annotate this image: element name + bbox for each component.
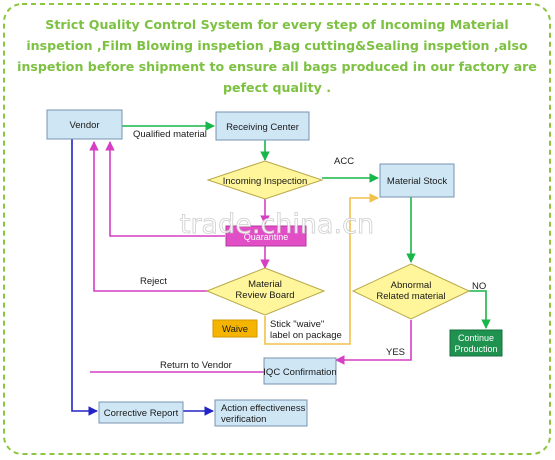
abnormal-to-continue-arrow bbox=[469, 290, 491, 329]
watermark-text: trade.china.cn bbox=[180, 209, 374, 240]
node-incoming-inspection-label: Incoming Inspection bbox=[223, 176, 308, 187]
node-material-review-board: Material Review Board bbox=[205, 267, 326, 316]
node-continue-line-1: Continue bbox=[458, 333, 494, 343]
node-abnormal-line-2: Related material bbox=[376, 291, 445, 302]
node-vendor-label: Vendor bbox=[69, 120, 99, 131]
title-line-3: inspetion before shipment to ensure all … bbox=[17, 59, 537, 74]
vendor-to-corrective-arrow bbox=[71, 138, 98, 416]
label-reject: Reject bbox=[140, 276, 167, 287]
node-iqc-label: IQC Confirmation bbox=[263, 367, 336, 378]
stick-waive-line-1: Stick "waive" bbox=[270, 319, 324, 330]
node-waive: Waive bbox=[212, 319, 258, 338]
node-vendor: Vendor bbox=[46, 109, 123, 140]
node-action-line-1: Action effectiveness bbox=[221, 403, 306, 414]
node-quarantine: Quarantine bbox=[225, 225, 307, 247]
node-incoming-inspection: Incoming Inspection bbox=[206, 160, 324, 200]
node-abnormal-related-material: Abnormal Related material bbox=[351, 263, 471, 320]
title-line-4: pefect quality . bbox=[223, 80, 331, 95]
node-continue-line-2: Production bbox=[454, 344, 497, 354]
node-material-stock: Material Stock bbox=[379, 163, 455, 198]
label-qualified-material: Qualified material bbox=[133, 129, 207, 140]
label-yes: YES bbox=[386, 347, 405, 358]
label-acc: ACC bbox=[334, 156, 354, 167]
abnormal-to-iqc-arrow bbox=[335, 320, 412, 365]
node-receiving-center: Receiving Center bbox=[215, 111, 310, 141]
label-return-to-vendor: Return to Vendor bbox=[160, 360, 232, 371]
node-iqc-confirmation: IQC Confirmation bbox=[263, 357, 337, 385]
reject-to-vendor-arrow bbox=[89, 141, 208, 292]
title-block: Strict Quality Control System for every … bbox=[17, 17, 537, 95]
node-action-effectiveness: Action effectiveness verification bbox=[214, 399, 308, 427]
node-abnormal-line-1: Abnormal bbox=[391, 280, 432, 291]
label-no: NO bbox=[472, 281, 486, 292]
node-material-stock-label: Material Stock bbox=[387, 176, 447, 187]
quarantine-to-vendor-arrow bbox=[105, 141, 225, 237]
node-receiving-center-label: Receiving Center bbox=[226, 122, 299, 133]
node-quarantine-label: Quarantine bbox=[244, 232, 289, 242]
node-corrective-label: Corrective Report bbox=[104, 408, 179, 419]
stick-waive-note: Stick "waive" label on package bbox=[270, 319, 342, 341]
node-review-line-2: Review Board bbox=[235, 290, 294, 301]
node-review-line-1: Material bbox=[248, 279, 282, 290]
node-continue-production: Continue Production bbox=[449, 329, 503, 357]
dashed-frame bbox=[3, 3, 551, 455]
waive-to-stock-arrow bbox=[264, 193, 379, 345]
node-action-line-2: verification bbox=[221, 414, 266, 425]
title-line-1: Strict Quality Control System for every … bbox=[45, 17, 509, 32]
title-line-2: inspetion ,Film Blowing inspetion ,Bag c… bbox=[26, 38, 528, 53]
node-waive-label: Waive bbox=[222, 324, 248, 335]
stick-waive-line-2: label on package bbox=[270, 330, 342, 341]
node-corrective-report: Corrective Report bbox=[98, 401, 184, 424]
